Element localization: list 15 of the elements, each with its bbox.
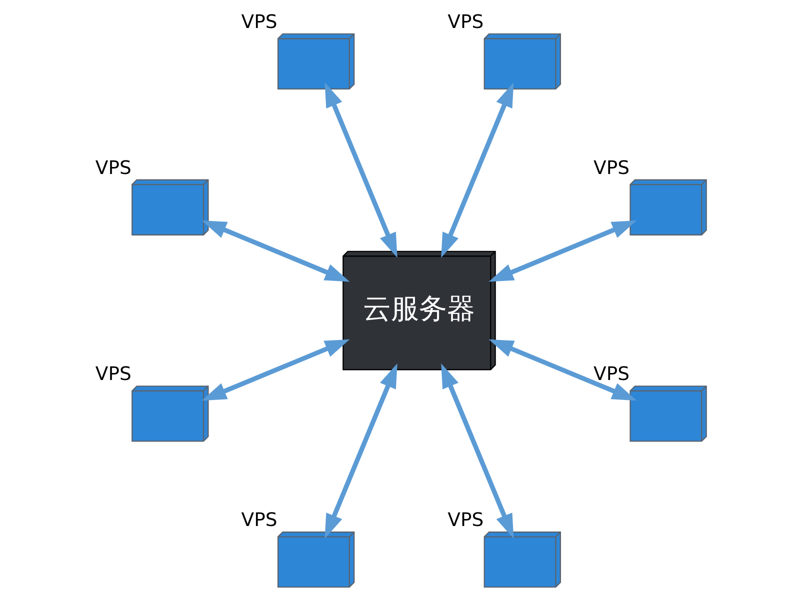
- arrow: [440, 363, 514, 539]
- node-label: VPS: [447, 12, 484, 33]
- node-label: VPS: [94, 158, 131, 179]
- node-label: VPS: [94, 364, 131, 386]
- arrow: [488, 339, 636, 401]
- node-label: VPS: [593, 364, 630, 386]
- arrow: [440, 82, 514, 258]
- node-label: VPS: [240, 510, 277, 532]
- arrow: [201, 220, 350, 282]
- arrow: [324, 363, 397, 539]
- node-label: VPS: [240, 12, 277, 33]
- node-label: VPS: [447, 510, 484, 532]
- arrow: [488, 220, 636, 282]
- arrow: [324, 82, 397, 258]
- node-label: VPS: [593, 158, 630, 179]
